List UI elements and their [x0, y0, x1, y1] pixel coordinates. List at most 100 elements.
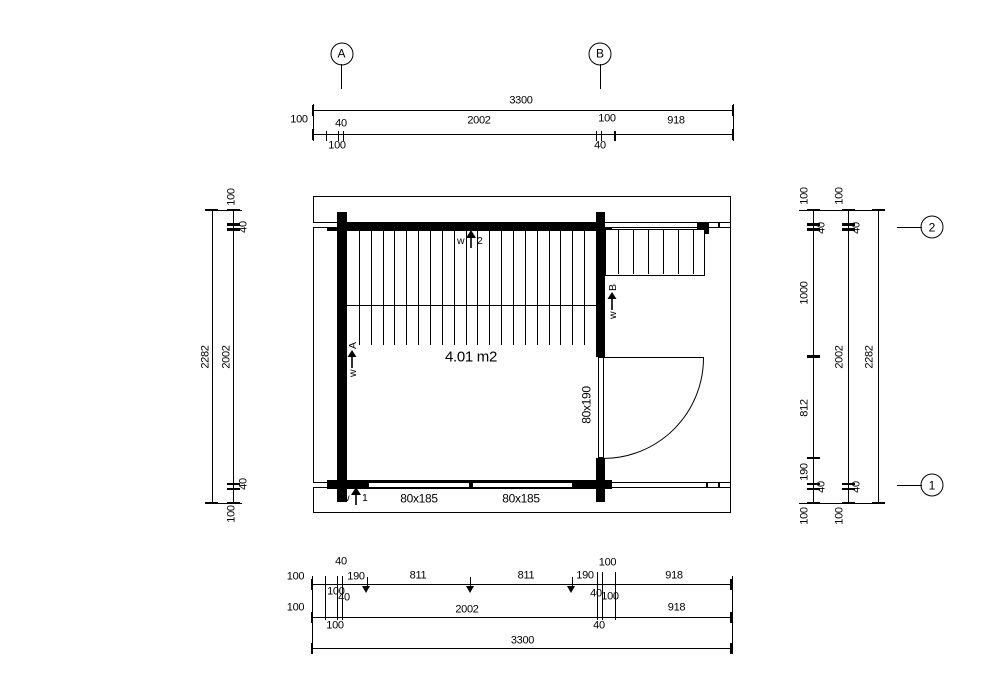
terrace-hatch-area [605, 228, 705, 276]
dim-bot-r1-offset-left: 100 [286, 570, 305, 583]
dim-bot-r1-wall40: 40 [335, 555, 347, 568]
dimension-line [897, 227, 922, 228]
w2-id: 2 [477, 235, 483, 247]
dim-bot-overall: 3300 [510, 634, 535, 646]
eave-line-bottom-left [313, 482, 327, 488]
window-right [471, 481, 573, 488]
dimension-line [848, 210, 850, 503]
dim-bot-mid-100-left: 100 [327, 586, 345, 597]
dim-left-top-wall: 40 [237, 221, 250, 233]
floor-hatch-line [524, 231, 526, 345]
tick [731, 104, 735, 116]
dim-bot-mid-100-right: 100 [601, 590, 619, 602]
tick [806, 208, 820, 212]
w2-arrow-shaft [470, 236, 472, 248]
tick [841, 223, 855, 226]
grid-label-b: B [595, 46, 604, 61]
floor-hatch-line [370, 231, 372, 345]
tick [806, 223, 820, 226]
dimension-line [599, 64, 601, 89]
eave-line-bottom-right [612, 482, 730, 488]
dim-top-wall: 40 [335, 117, 347, 130]
eave-line-top-left [313, 222, 337, 228]
tick [205, 208, 219, 212]
grid-label-a: A [337, 46, 346, 61]
w1-prefix: w [341, 492, 350, 504]
tick [841, 208, 855, 212]
dim-top-interior: 2002 [467, 114, 491, 127]
floor-hatch-line [465, 231, 467, 345]
dim-right-c1-top-offset: 100 [798, 186, 810, 205]
grid-bubble-a: A [330, 42, 353, 65]
eave-line-top-right [605, 222, 730, 228]
tick [730, 642, 733, 654]
dimension-line [897, 485, 922, 486]
up-arrow-icon [351, 487, 361, 495]
w1-arrow-shaft [355, 493, 357, 505]
wa-id: A [347, 342, 359, 349]
dim-right-190: 190 [798, 463, 810, 481]
tick [841, 228, 855, 231]
tick [595, 131, 598, 141]
dim-left-overall: 2282 [199, 345, 211, 369]
up-arrow-icon [466, 230, 476, 238]
wb-arrow-shaft [611, 299, 613, 310]
tick [226, 501, 240, 505]
dim-right-1000: 1000 [798, 281, 810, 305]
tick [600, 131, 603, 141]
terrace-hatch-line [678, 229, 679, 274]
terrace-hatch-line [693, 229, 694, 274]
dimension-line [341, 576, 343, 620]
floor-hatch-line [536, 231, 538, 345]
floor-hatch-line [572, 231, 574, 345]
w1-id: 1 [362, 492, 368, 504]
tick [871, 501, 885, 505]
wall-right-lower [596, 458, 605, 502]
dimension-line [205, 503, 242, 504]
grid-label-1: 1 [928, 478, 936, 492]
floor-hatch-line [382, 231, 384, 345]
floor-hatch-line [418, 231, 420, 345]
door-leaf [597, 357, 604, 458]
grid-bubble-1: 1 [920, 473, 944, 497]
dim-left-bottom-offset: 100 [225, 505, 237, 523]
dim-left-top-offset: 100 [225, 187, 237, 206]
dim-right-c2-top-offset: 100 [833, 186, 845, 205]
dimension-line [799, 503, 880, 504]
wb-id: B [607, 284, 619, 291]
tick [311, 128, 315, 140]
dimension-line [733, 104, 734, 141]
wall-left [337, 212, 347, 502]
tick [806, 482, 820, 486]
dimension-line [313, 110, 733, 111]
tick [226, 223, 240, 226]
dim-bot-r2-below-40: 40 [593, 619, 605, 632]
wa-arrow-shaft [351, 357, 353, 368]
dim-bot-mid-40-left: 40 [338, 591, 350, 603]
dim-top-terrace: 918 [667, 114, 685, 127]
grid-bubble-b: B [588, 42, 612, 65]
tick [806, 228, 820, 231]
dimension-line [312, 617, 732, 618]
dimension-line [336, 576, 338, 620]
tick [806, 456, 820, 460]
tick [806, 501, 820, 505]
dim-top-offset-left: 100 [290, 113, 308, 126]
tick [871, 208, 885, 212]
dim-right-c2-bottom-offset: 100 [833, 507, 845, 525]
dim-right-812: 812 [798, 399, 810, 417]
dim-top-below-right: 40 [594, 139, 606, 152]
tick [337, 131, 340, 141]
tick [841, 501, 855, 505]
terrace-hatch-line [618, 229, 619, 274]
dimension-line [313, 134, 733, 135]
dimension-line [878, 210, 880, 503]
dimension-line [347, 305, 597, 306]
arrow-tick-shaft [470, 577, 471, 587]
tick [614, 131, 616, 141]
tick [226, 208, 240, 212]
wall-marker-w1: w 1 [341, 487, 368, 505]
floor-hatch-line [560, 231, 562, 345]
arrow-tick-shaft [366, 577, 368, 587]
dimension-line [601, 572, 603, 620]
